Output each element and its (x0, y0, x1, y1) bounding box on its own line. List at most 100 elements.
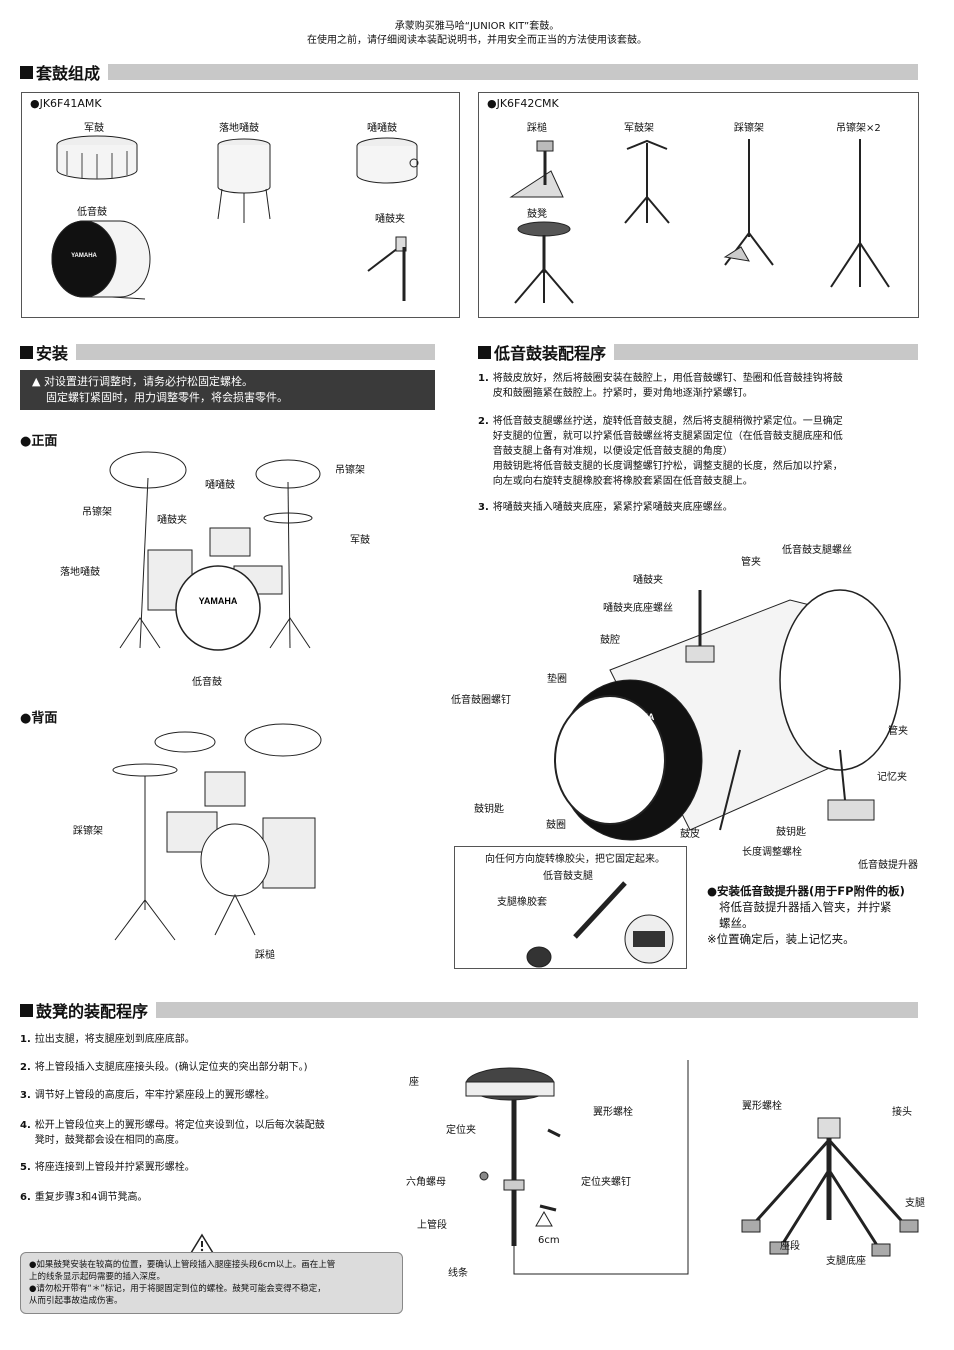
throne-label-wing-bolt-right: 翼形螺栓 (742, 1101, 782, 1112)
front-label-tom: 嗵嗵鼓 (205, 480, 235, 491)
part-snare: 军鼓 (84, 123, 104, 134)
label-shell: 鼓腔 (600, 635, 620, 646)
throne-step-6: 6.重复步骤3和4调节凳高。 (20, 1192, 148, 1203)
part-throne: 鼓凳 (527, 209, 547, 220)
kit-box-b: ●JK6F42CMK 踩槌 军鼓架 踩镲架 吊镲架×2 鼓凳 (478, 92, 919, 318)
inset-caption: 向任何方向旋转橡胶尖，把它固定起来。 (485, 854, 665, 865)
part-tom: 嗵嗵鼓 (367, 123, 397, 134)
throne-step-2: 2.将上管段插入支腿底座接头段。(确认定位夹的突出部分朝下。) (20, 1062, 308, 1073)
throne-section-title: 鼓凳的装配程序 (36, 1002, 149, 1021)
front-label-floor-tom: 落地嗵鼓 (60, 567, 100, 578)
model-b: ●JK6F42CMK (487, 97, 559, 110)
throne-step-5: 5.将座连接到上管段并拧紧翼形螺栓。 (20, 1162, 195, 1173)
back-title: ●背面 (20, 711, 58, 726)
front-label-cymbal-stand-left: 吊镲架 (82, 507, 112, 518)
install-section-header: 安装 (20, 340, 435, 364)
throne-icon (514, 221, 574, 304)
tom-holder-icon (367, 236, 407, 301)
floor-tom-icon (217, 138, 271, 223)
throne-label-leg-base: 支腿底座 (826, 1256, 866, 1267)
snare-drum-icon (56, 135, 138, 180)
label-pipe-clamp-top: 管夹 (741, 557, 761, 568)
label-washer: 垫圈 (547, 674, 567, 685)
throne-section-header: 鼓凳的装配程序 (20, 998, 918, 1022)
svg-text:YAMAHA: YAMAHA (71, 253, 97, 259)
label-tom-holder: 嗵鼓夹 (633, 575, 663, 586)
throne-base-illustration (741, 1117, 919, 1257)
cymbal-stand-icon (830, 139, 890, 288)
part-hihat-stand: 踩镲架 (734, 123, 764, 134)
front-label-tom-holder: 嗵鼓夹 (157, 515, 187, 526)
bass-step-1: 1. 将鼓皮放好，然后将鼓圈安装在鼓腔上，用低音鼓螺钉、垫圈和低音鼓挂钩将鼓皮和… (478, 373, 843, 399)
label-head: 鼓皮 (680, 829, 700, 840)
svg-text:YAMAHA: YAMAHA (199, 596, 238, 606)
throne-label-depth: 6cm (538, 1235, 560, 1246)
caution-triangle-icon (189, 1233, 215, 1254)
back-kit-illustration (112, 723, 322, 941)
bass-step-3: 3. 将嗵鼓夹插入嗵鼓夹底座，紧紧拧紧嗵鼓夹底座螺丝。 (478, 502, 733, 513)
front-label-snare: 军鼓 (350, 535, 370, 546)
label-riser: 低音鼓提升器 (858, 860, 918, 871)
install-warning: ▲ 对设置进行调整时，请务必拧松固定螺栓。 固定螺钉紧固时，用力调整零件，将会损… (20, 370, 435, 410)
riser-note-line-2: 螺丝。 (719, 916, 754, 930)
svg-text:YAMAHA: YAMAHA (616, 712, 655, 722)
kit-box-a: ●JK6F41AMK 军鼓 落地嗵鼓 嗵嗵鼓 低音鼓 嗵鼓夹 YAMAHA (21, 92, 460, 318)
riser-note-title: ●安装低音鼓提升器(用于FP附件的板) (707, 884, 905, 898)
throne-label-hex-nut: 六角螺母 (406, 1177, 446, 1188)
bass-section-header: 低音鼓装配程序 (478, 340, 918, 364)
label-leg-screw: 低音鼓支腿螺丝 (782, 545, 852, 556)
riser-note: ●安装低音鼓提升器(用于FP附件的板) 将低音鼓提升器插入管夹，并拧紧 螺丝。 … (707, 883, 937, 947)
label-tom-base-screw: 嗵鼓夹底座螺丝 (603, 603, 673, 614)
label-pipe-clamp: 管夹 (888, 726, 908, 737)
throne-label-line: 线条 (448, 1268, 468, 1279)
install-section-title: 安装 (36, 344, 69, 363)
part-cymbal-stand: 吊镲架×2 (836, 123, 881, 134)
label-drum-key-right: 鼓钥匙 (776, 827, 806, 838)
inset-rubber-label: 支腿橡胶套 (497, 897, 547, 908)
part-tom-holder: 嗵鼓夹 (375, 214, 405, 225)
part-floor-tom: 落地嗵鼓 (219, 123, 259, 134)
throne-label-wing-bolt-left: 翼形螺栓 (593, 1107, 633, 1118)
tom-tom-icon (356, 137, 419, 184)
throne-label-seat-section: 座段 (780, 1241, 800, 1252)
front-label-bass-drum: 低音鼓 (192, 677, 222, 688)
throne-step-1: 1.拉出支腿，将支腿座划到底座底部。 (20, 1034, 195, 1045)
throne-label-upper-pipe: 上管段 (417, 1220, 447, 1231)
model-a: ●JK6F41AMK (30, 97, 102, 110)
front-kit-illustration: YAMAHA (109, 451, 321, 651)
part-snare-stand: 军鼓架 (624, 123, 654, 134)
label-memory-clamp: 记忆夹 (877, 772, 907, 783)
throne-label-leg: 支腿 (905, 1198, 925, 1209)
throne-label-stopper: 定位夹 (446, 1125, 476, 1136)
warning-line-2: 固定螺钉紧固时，用力调整零件，将会损害零件。 (46, 391, 288, 404)
kit-section-title: 套鼓组成 (36, 64, 101, 83)
front-title: ●正面 (20, 434, 58, 449)
label-length-screw: 长度调整螺栓 (742, 847, 802, 858)
bass-section-title: 低音鼓装配程序 (494, 344, 607, 363)
hihat-stand-icon (723, 139, 774, 266)
throne-label-joint: 接头 (892, 1107, 912, 1118)
throne-step-3: 3.调节好上管段的高度后，牢牢拧紧座段上的翼形螺栓。 (20, 1090, 275, 1101)
back-label-pedal: 踩槌 (255, 950, 275, 961)
bass-drum-icon: YAMAHA (51, 220, 151, 300)
pedal-icon (509, 140, 564, 198)
snare-stand-icon (624, 139, 670, 224)
intro-line-2: 在使用之前，请仔细阅读本装配说明书，并用安全而正当的方法使用该套鼓。 (307, 35, 647, 46)
label-hoop: 鼓圈 (546, 820, 566, 831)
inset-leg-label: 低音鼓支腿 (543, 871, 593, 882)
rubber-tip-inset: 向任何方向旋转橡胶尖，把它固定起来。 低音鼓支腿 支腿橡胶套 (454, 846, 687, 969)
throne-exploded-illustration (465, 1060, 689, 1275)
throne-label-seat: 座 (409, 1077, 419, 1088)
warning-line-1: 对设置进行调整时，请务必拧松固定螺栓。 (43, 375, 253, 388)
riser-note-line-1: 将低音鼓提升器插入管夹，并拧紧 (719, 900, 892, 914)
throne-label-stopper-screw: 定位夹螺钉 (581, 1177, 631, 1188)
front-label-cymbal-stand-right: 吊镲架 (335, 465, 365, 476)
back-label-hihat-stand: 踩镲架 (73, 826, 103, 837)
label-drum-key-left: 鼓钥匙 (474, 804, 504, 815)
label-bass-screw: 低音鼓圈螺钉 (451, 695, 511, 706)
intro-line-1: 承蒙购买雅马哈“JUNIOR KIT”套鼓。 (394, 21, 560, 32)
rubber-tip-icon (526, 881, 674, 968)
riser-note-line-3: ※位置确定后，装上记忆夹。 (707, 932, 855, 946)
bass-step-2: 2. 将低音鼓支腿螺丝拧送，旋转低音鼓支腿，然后将支腿稍微拧紧定位。一旦确定 好… (478, 416, 843, 487)
throne-step-4: 4. 松开上管段位夹上的翼形螺母。将定位夹设到位，以后每次装配鼓凳时，鼓凳都会设… (20, 1120, 325, 1146)
